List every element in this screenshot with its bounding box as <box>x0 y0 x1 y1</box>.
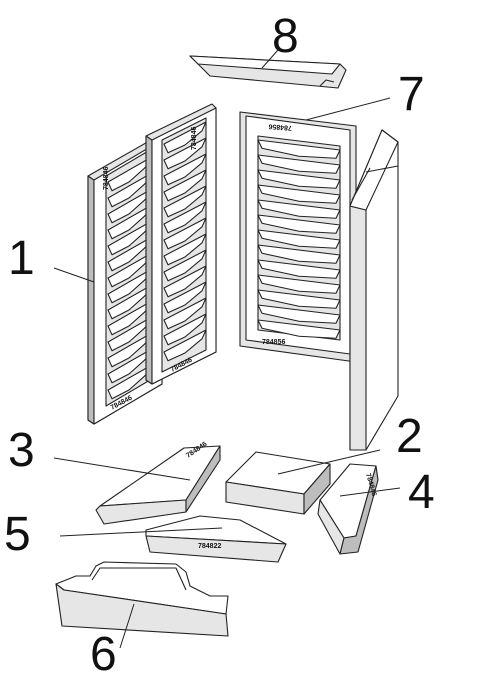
left-panel-rib <box>107 205 151 240</box>
right-panel-rib <box>163 313 207 346</box>
back-wall-rib <box>257 229 341 249</box>
label-part-1: 1 <box>8 232 35 285</box>
label-part-5: 5 <box>4 508 31 561</box>
back-wall-rib <box>257 319 341 339</box>
back-wall-rib <box>257 214 341 234</box>
left-panel-rib <box>107 173 151 208</box>
right-panel-rib <box>163 185 207 218</box>
left-panel-rib <box>107 253 151 288</box>
leader-5 <box>59 527 223 537</box>
part-2-floor-block <box>225 451 331 515</box>
right-panel-rib <box>163 153 207 186</box>
right-panel-rib <box>163 201 207 234</box>
left-panel-rib <box>107 221 151 256</box>
leader-4 <box>339 487 401 497</box>
back-wall-ribs <box>257 139 341 339</box>
back-wall-rib <box>257 199 341 219</box>
right-panel-rib <box>163 217 207 250</box>
label-part-3: 3 <box>8 424 35 477</box>
back-wall-rib <box>257 304 341 324</box>
leader-3 <box>53 457 191 481</box>
left-panel-rib <box>107 237 151 272</box>
label-part-6: 6 <box>90 628 117 681</box>
part-7-back-wall: 784856 784856 <box>239 111 357 363</box>
left-panel-rib <box>107 365 151 400</box>
part-number-labels: 1 2 3 4 5 6 7 8 <box>4 10 435 681</box>
part-3-wedge-brick: 784846 <box>95 441 221 525</box>
left-panel-rib <box>107 301 151 336</box>
left-panel-rib <box>107 285 151 320</box>
left-panel-rib <box>107 333 151 368</box>
right-panel-rib <box>163 297 207 330</box>
right-panel-rib <box>163 233 207 266</box>
left-panel-rib <box>107 189 151 224</box>
left-panel-rib <box>107 269 151 304</box>
back-code-bottom: 784856 <box>262 339 285 346</box>
leader-7 <box>305 97 391 121</box>
label-part-7: 7 <box>398 68 425 121</box>
leader-2 <box>277 449 381 475</box>
leader-6 <box>119 603 135 649</box>
right-panel-rib <box>163 121 207 154</box>
left-panel-rib <box>107 157 151 192</box>
side-code-top-left: 784846 <box>103 167 110 190</box>
leader-8 <box>261 49 279 69</box>
part-6-front-brick <box>55 561 229 637</box>
right-panel-rib <box>163 329 207 362</box>
back-wall-rib <box>257 244 341 264</box>
right-panel-rib <box>163 137 207 170</box>
back-wall-rib <box>257 169 341 189</box>
label-part-8: 8 <box>272 10 299 63</box>
label-part-4: 4 <box>408 466 435 519</box>
left-panel-rib <box>107 317 151 352</box>
right-side-brick <box>349 129 399 451</box>
back-wall-rib <box>257 274 341 294</box>
leader-1 <box>53 267 95 283</box>
part-1-side-panels: 784846 784846 784846 784846 <box>87 103 217 425</box>
part-4-angled-brick: 784846 <box>317 463 379 555</box>
left-panel-rib <box>107 349 151 384</box>
back-code-top: 784856 <box>268 122 292 131</box>
right-panel-rib <box>163 281 207 314</box>
right-panel-rib <box>163 169 207 202</box>
label-part-2: 2 <box>396 410 423 463</box>
part-5-floor-plate: 784822 <box>145 515 287 563</box>
back-wall-rib <box>257 139 341 159</box>
back-wall-rib <box>257 184 341 204</box>
back-wall-rib <box>257 154 341 174</box>
right-panel-rib <box>163 249 207 282</box>
back-wall-rib <box>257 289 341 309</box>
side-code-top-right: 784846 <box>191 127 198 150</box>
part5-code: 784822 <box>198 543 221 550</box>
right-panel-rib <box>163 265 207 298</box>
leader-lines <box>53 49 401 649</box>
back-wall-rib <box>257 259 341 279</box>
right-panel-ribs <box>163 121 207 362</box>
left-panel-ribs <box>107 157 151 400</box>
